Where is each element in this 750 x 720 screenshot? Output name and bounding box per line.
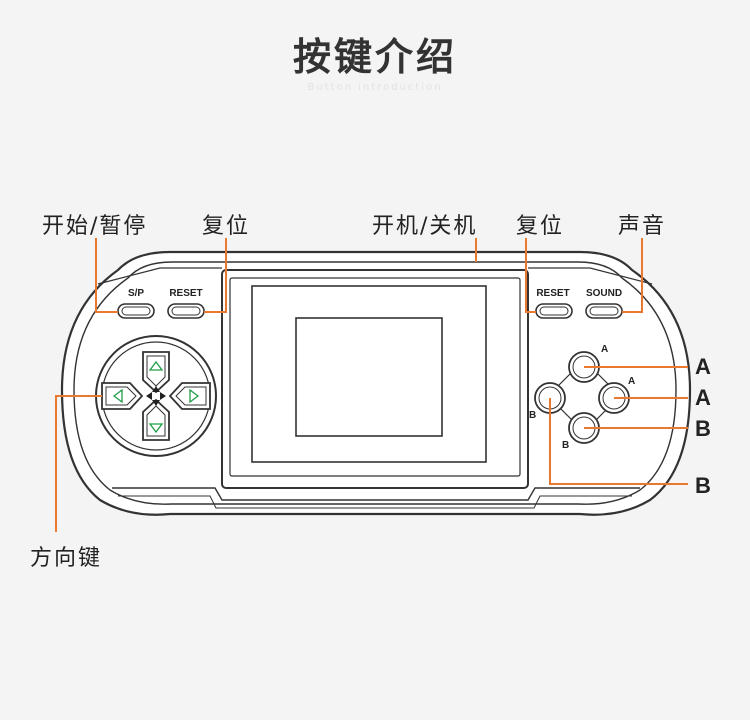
label-start-pause: 开始/暂停 — [42, 214, 148, 239]
reset-left-button[interactable] — [167, 303, 205, 319]
dpad-up-arrow-icon — [148, 360, 164, 371]
dpad-up-button[interactable] — [142, 351, 170, 394]
callout-lines — [55, 238, 688, 532]
label-reset-left: 复位 — [202, 214, 251, 239]
dpad-down-arrow-icon — [148, 423, 164, 434]
dpad-center-arrows-icon — [146, 386, 166, 406]
callout-line-dpad — [55, 395, 102, 532]
callout-line-reset-left — [204, 238, 227, 313]
page-title: 按键介绍 — [292, 35, 457, 79]
sound-button-label: SOUND — [586, 288, 622, 299]
dpad-right-arrow-icon — [189, 388, 200, 404]
label-power: 开机/关机 — [372, 214, 478, 239]
reset-left-button-label: RESET — [169, 288, 202, 299]
a-button-top-label: A — [601, 344, 608, 355]
callout-line-b-left — [549, 398, 688, 485]
page-subtitle: Button introduction — [307, 82, 443, 93]
console-bottom-grip — [112, 487, 640, 501]
sound-button[interactable] — [585, 303, 623, 319]
dpad-down-button[interactable] — [142, 398, 170, 441]
callout-line-start-pause — [95, 238, 118, 313]
callout-line-reset-right — [525, 238, 536, 313]
dpad-left-button[interactable] — [101, 382, 144, 410]
dpad-left-arrow-icon — [112, 388, 123, 404]
dpad-right-button[interactable] — [168, 382, 211, 410]
sp-button[interactable] — [117, 303, 155, 319]
console-top-right-shoulder — [528, 267, 653, 285]
callout-line-sound — [622, 238, 643, 313]
label-a-top: A — [695, 354, 711, 379]
label-a-right: A — [695, 385, 711, 410]
reset-right-button[interactable] — [535, 303, 573, 319]
label-reset-right: 复位 — [516, 214, 565, 239]
b-button-left-label: B — [529, 410, 536, 421]
label-b-left: B — [695, 473, 711, 498]
reset-right-button-label: RESET — [536, 288, 569, 299]
console-top-left-shoulder — [97, 267, 222, 285]
console-bottom-grip-inner — [118, 495, 632, 509]
screen-display — [295, 317, 443, 437]
a-button-right-label: A — [628, 376, 635, 387]
label-b-bottom: B — [695, 416, 711, 441]
b-button-bottom-label: B — [562, 440, 569, 451]
console-body-inner-outline — [73, 261, 677, 505]
sp-button-label: S/P — [128, 288, 144, 299]
label-dpad: 方向键 — [30, 546, 103, 571]
label-sound: 声音 — [618, 214, 667, 239]
